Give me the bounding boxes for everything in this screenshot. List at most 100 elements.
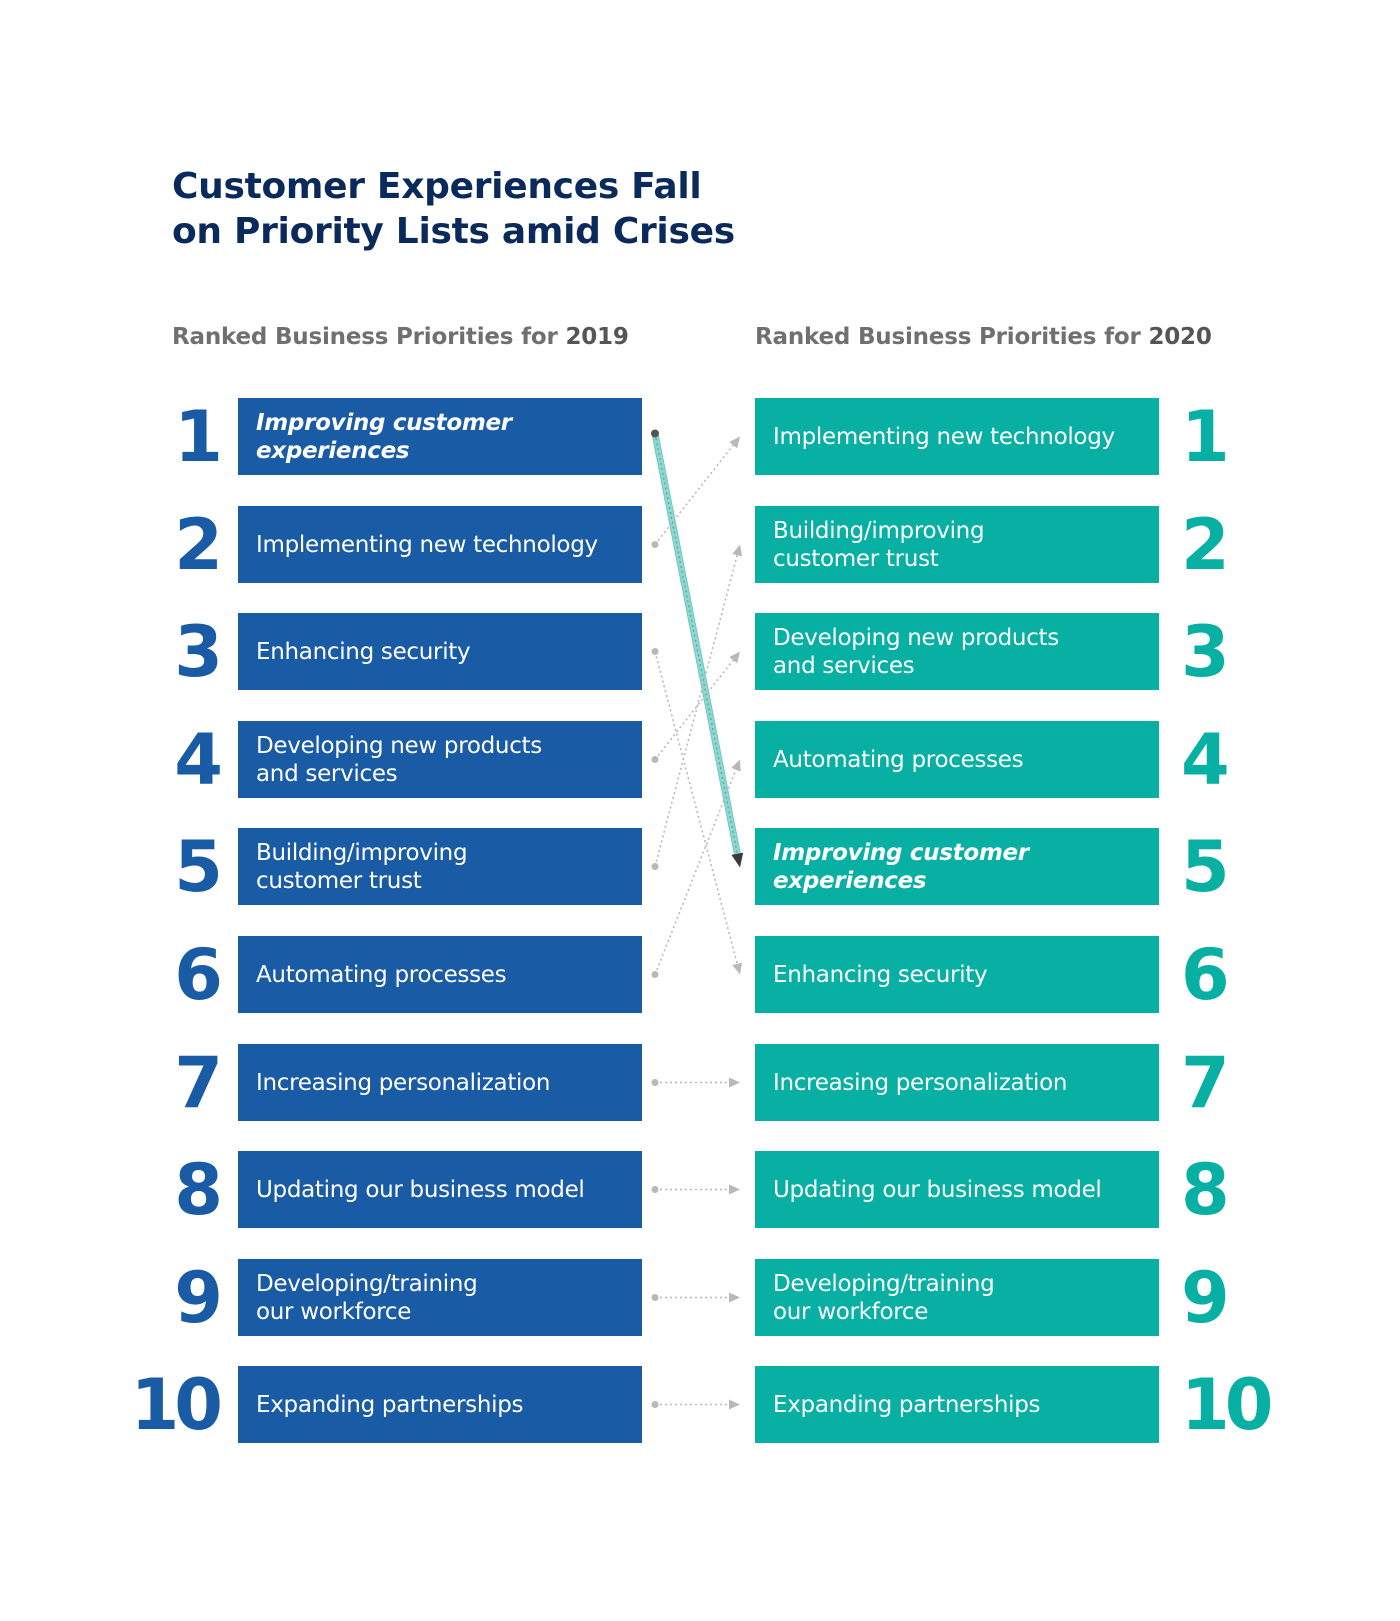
connector-start-dot (651, 756, 659, 763)
rank-2020-5: 5 (1181, 825, 1230, 908)
connector-line (652, 433, 740, 855)
connector-arrow (651, 1184, 740, 1195)
rank-2020-4: 4 (1181, 718, 1230, 801)
priority-2020-label: Building/improving customer trust (773, 517, 985, 572)
priority-2019-label: Improving customer experiences (256, 409, 512, 464)
priority-2020-label: Developing new products and services (773, 624, 1059, 679)
priority-2019-box: Expanding partnerships (238, 1366, 642, 1443)
rank-2020-9: 9 (1181, 1256, 1230, 1339)
connector-arrow (651, 544, 743, 870)
rank-2019-10: 10 (130, 1363, 223, 1446)
priority-2019-box: Updating our business model (238, 1151, 642, 1228)
priority-2020-box: Increasing personalization (755, 1044, 1159, 1121)
connector-start-dot (651, 429, 659, 438)
priority-2019-box: Implementing new technology (238, 506, 642, 583)
priority-2020-box: Expanding partnerships (755, 1366, 1159, 1443)
rank-2019-4: 4 (174, 718, 223, 801)
connector-arrowhead (731, 759, 741, 772)
rank-2019-9: 9 (174, 1256, 223, 1339)
connector-arrow (651, 648, 743, 975)
rank-2020-2: 2 (1181, 503, 1230, 586)
page-title: Customer Experiences Fall on Priority Li… (172, 164, 735, 254)
connector-start-dot (651, 863, 659, 870)
connector-start-dot (651, 541, 659, 548)
connector-start-dot (651, 1186, 659, 1193)
rank-2019-3: 3 (174, 610, 223, 693)
connector-arrowhead (732, 962, 743, 975)
rank-2019-1: 1 (174, 395, 223, 478)
priority-2019-box: Enhancing security (238, 613, 642, 690)
heading-2020-prefix: Ranked Business Priorities for (755, 324, 1149, 350)
priority-2020-label: Enhancing security (773, 961, 988, 988)
connector-arrowhead (732, 544, 743, 557)
priority-2019-box: Developing/training our workforce (238, 1259, 642, 1336)
connector-arrow (651, 651, 740, 763)
priority-2020-box: Improving customer experiences (755, 828, 1159, 905)
connector-arrowhead (729, 1184, 740, 1195)
connector-arrowhead (729, 436, 740, 449)
priority-2019-label: Developing new products and services (256, 732, 542, 787)
priority-2019-label: Expanding partnerships (256, 1391, 524, 1418)
priority-2019-label: Developing/training our workforce (256, 1270, 478, 1325)
rank-2019-7: 7 (174, 1041, 223, 1124)
heading-2019-prefix: Ranked Business Priorities for (172, 324, 566, 350)
rank-2020-10: 10 (1181, 1363, 1273, 1446)
priority-2020-label: Updating our business model (773, 1176, 1102, 1203)
heading-2020: Ranked Business Priorities for 2020 (755, 324, 1212, 350)
connector-line (654, 444, 734, 545)
connector-arrow (651, 1399, 740, 1410)
connector-arrowhead (729, 1399, 740, 1410)
priority-2020-box: Automating processes (755, 721, 1159, 798)
rank-2019-2: 2 (174, 503, 223, 586)
connector-start-dot (651, 648, 659, 655)
priority-2020-label: Developing/training our workforce (773, 1270, 995, 1325)
rank-2020-8: 8 (1181, 1148, 1230, 1231)
priority-2019-label: Enhancing security (256, 638, 471, 665)
priority-2019-box: Developing new products and services (238, 721, 642, 798)
rank-2020-7: 7 (1181, 1041, 1230, 1124)
rank-2019-6: 6 (174, 933, 223, 1016)
priority-2020-box: Developing new products and services (755, 613, 1159, 690)
priority-2020-label: Improving customer experiences (773, 839, 1029, 894)
connector-arrowhead (729, 1292, 740, 1303)
priority-2019-box: Building/improving customer trust (238, 828, 642, 905)
priority-2019-box: Automating processes (238, 936, 642, 1013)
highlight-connector-arrow (651, 429, 744, 868)
title-line-1: Customer Experiences Fall (172, 166, 702, 207)
rank-2020-3: 3 (1181, 610, 1230, 693)
heading-2019-year: 2019 (565, 324, 629, 350)
rank-2020-1: 1 (1181, 395, 1230, 478)
heading-2019: Ranked Business Priorities for 2019 (172, 324, 629, 350)
connector-line (654, 659, 734, 760)
priority-2019-label: Implementing new technology (256, 531, 598, 558)
connector-line (654, 651, 738, 965)
priority-2019-label: Increasing personalization (256, 1069, 551, 1096)
priority-2019-label: Updating our business model (256, 1176, 585, 1203)
connector-line (654, 769, 737, 975)
rank-2019-8: 8 (174, 1148, 223, 1231)
title-line-2: on Priority Lists amid Crises (172, 211, 735, 252)
priority-2020-label: Implementing new technology (773, 423, 1115, 450)
priority-2020-box: Implementing new technology (755, 398, 1159, 475)
connector-arrow (651, 1292, 740, 1303)
connector-arrowhead (729, 1077, 740, 1088)
connector-arrowhead (729, 651, 740, 664)
priority-2020-box: Developing/training our workforce (755, 1259, 1159, 1336)
priority-2019-label: Building/improving customer trust (256, 839, 468, 894)
priority-2020-label: Increasing personalization (773, 1069, 1068, 1096)
priority-2020-label: Automating processes (773, 746, 1024, 773)
connector-arrow (651, 1077, 740, 1088)
connector-start-dot (651, 1294, 659, 1301)
connector-arrow (651, 759, 741, 978)
priority-2019-box: Improving customer experiences (238, 398, 642, 475)
priority-2019-box: Increasing personalization (238, 1044, 642, 1121)
priority-2020-box: Enhancing security (755, 936, 1159, 1013)
connector-arrowhead (731, 852, 744, 868)
connector-start-dot (651, 1079, 659, 1086)
heading-2020-year: 2020 (1148, 324, 1212, 350)
priority-2020-box: Updating our business model (755, 1151, 1159, 1228)
connector-line (654, 554, 738, 867)
priority-2020-label: Expanding partnerships (773, 1391, 1041, 1418)
connector-line-outline (651, 432, 741, 855)
